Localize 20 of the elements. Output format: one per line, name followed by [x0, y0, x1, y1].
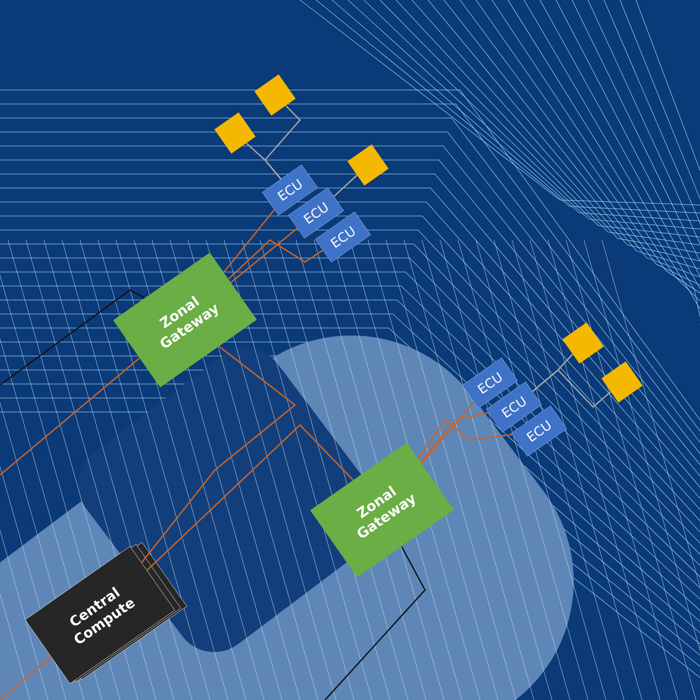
- connector-line: [146, 424, 354, 571]
- connector-line: [141, 346, 296, 563]
- connector-line: [228, 239, 324, 280]
- connector-line: [0, 289, 145, 386]
- connector-line: [420, 412, 489, 463]
- connector-line: [230, 228, 298, 283]
- sensor-diamond: [562, 322, 604, 364]
- connector-line: [264, 105, 301, 180]
- sensor-diamond: [347, 144, 389, 186]
- connector-line: [0, 656, 52, 700]
- connector-line: [418, 418, 512, 459]
- sensor-diamond: [601, 361, 643, 403]
- sensor-diamond: [214, 112, 256, 154]
- connector-line: [324, 546, 426, 700]
- sensor-diamond: [254, 74, 296, 116]
- connector-line: [223, 209, 275, 273]
- connector-line: [334, 174, 358, 197]
- connector-line: [421, 402, 474, 464]
- connector-line: [0, 358, 140, 476]
- connector-line: [532, 369, 612, 408]
